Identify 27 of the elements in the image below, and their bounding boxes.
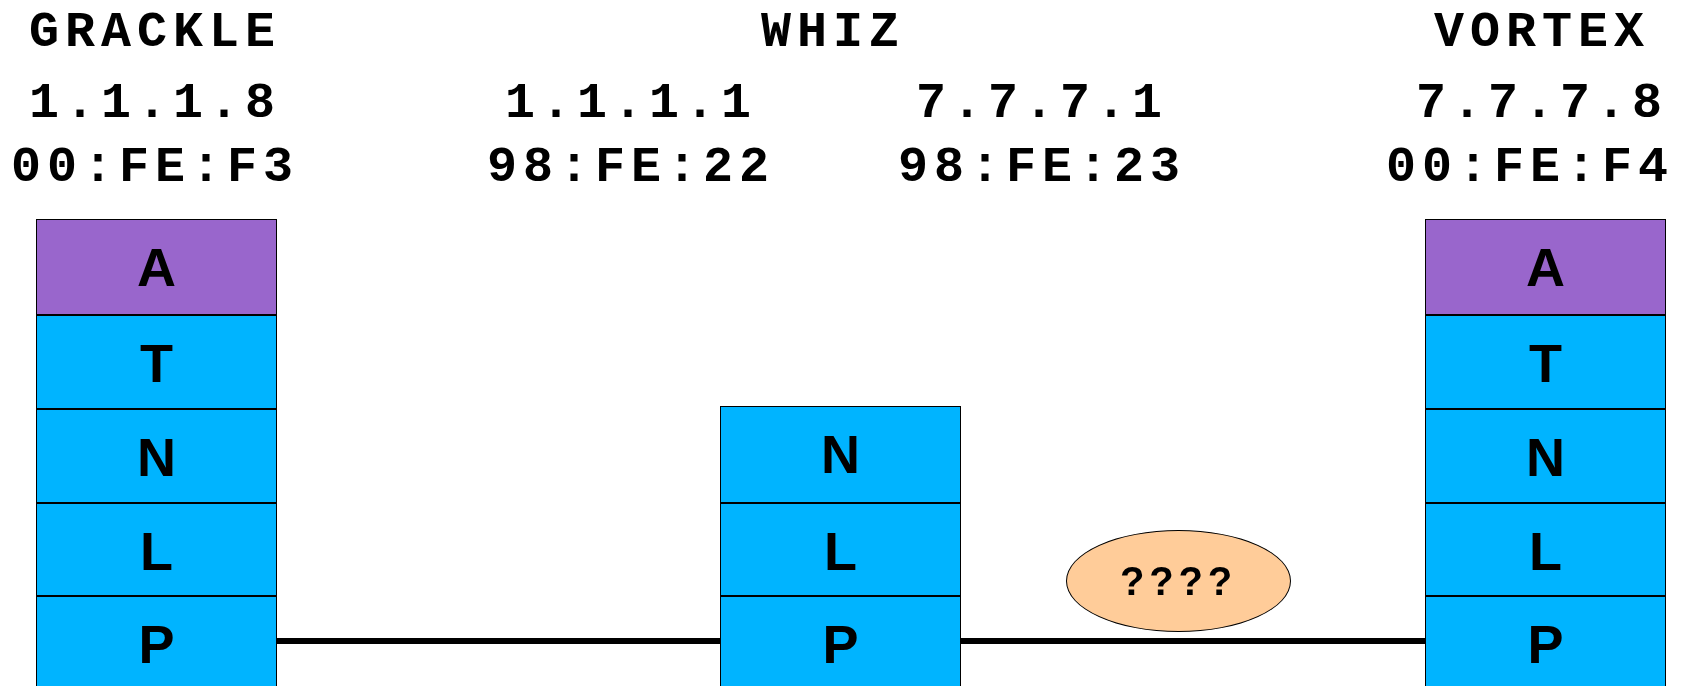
address-label: 1.1.1.1	[505, 79, 757, 129]
layer-box: N	[36, 409, 277, 503]
address-label: 00:FE:F4	[1386, 143, 1674, 193]
address-label: 1.1.1.8	[29, 79, 281, 129]
address-label: 7.7.7.8	[1416, 79, 1668, 129]
address-label: WHIZ	[761, 8, 905, 58]
address-label: 98:FE:22	[487, 143, 775, 193]
layer-box: L	[720, 503, 961, 596]
layer-box: L	[1425, 503, 1666, 596]
layer-box: A	[36, 219, 277, 315]
address-label: 98:FE:23	[898, 143, 1186, 193]
layer-box: P	[36, 596, 277, 686]
layer-box: N	[1425, 409, 1666, 503]
layer-box: P	[720, 596, 961, 686]
address-label: GRACKLE	[29, 8, 281, 58]
layer-box: L	[36, 503, 277, 596]
connector-line	[961, 638, 1425, 644]
layer-box: P	[1425, 596, 1666, 686]
layer-box: T	[36, 315, 277, 409]
address-label: 00:FE:F3	[11, 143, 299, 193]
connector-line	[277, 638, 720, 644]
layer-box: T	[1425, 315, 1666, 409]
address-label: 7.7.7.1	[916, 79, 1168, 129]
layer-box: A	[1425, 219, 1666, 315]
unknown-ellipse: ????	[1066, 530, 1291, 632]
address-label: VORTEX	[1434, 8, 1650, 58]
layer-box: N	[720, 406, 961, 503]
